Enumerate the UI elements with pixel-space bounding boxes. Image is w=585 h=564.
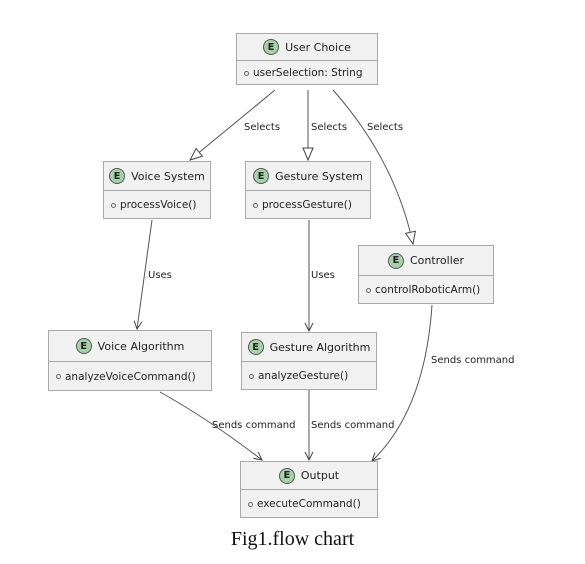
- class-gesture-algorithm[interactable]: E Gesture Algorithm analyzeGesture(): [241, 332, 377, 390]
- edge-label-uses-voice: Uses: [148, 270, 172, 281]
- visibility-icon: [111, 202, 116, 208]
- class-member: processGesture(): [262, 199, 352, 211]
- edge-sends-voice: [159, 391, 262, 460]
- entity-badge-icon: E: [75, 338, 92, 354]
- class-member: processVoice(): [120, 199, 197, 211]
- class-name: User Choice: [285, 40, 351, 54]
- edge-selects-controller: [332, 89, 413, 244]
- entity-badge-icon: E: [109, 168, 126, 184]
- class-member: analyzeGesture(): [258, 370, 349, 382]
- visibility-icon: [253, 202, 258, 208]
- class-voice-algorithm[interactable]: E Voice Algorithm analyzeVoiceCommand(): [48, 330, 212, 391]
- entity-badge-icon: E: [247, 339, 264, 355]
- edge-label-selects-gesture: Selects: [311, 122, 347, 133]
- class-name: Voice Algorithm: [97, 339, 185, 353]
- class-gesture-system[interactable]: E Gesture System processGesture(): [245, 161, 371, 219]
- entity-badge-icon: E: [253, 168, 270, 184]
- visibility-icon: [248, 501, 253, 507]
- class-name: Gesture System: [275, 169, 363, 183]
- class-output[interactable]: E Output executeCommand(): [240, 461, 378, 518]
- visibility-icon: [249, 373, 254, 379]
- class-voice-system[interactable]: E Voice System processVoice(): [103, 161, 211, 219]
- edge-selects-voice: [190, 89, 276, 160]
- edge-label-uses-gesture: Uses: [311, 270, 335, 281]
- class-member: executeCommand(): [257, 498, 361, 510]
- edge-sends-controller: [372, 304, 433, 461]
- class-member: userSelection: String: [253, 67, 363, 79]
- edge-label-sends-controller: Sends command: [431, 355, 515, 366]
- visibility-icon: [244, 70, 249, 76]
- class-controller[interactable]: E Controller controlRoboticArm(): [358, 245, 494, 304]
- class-member: controlRoboticArm(): [375, 284, 481, 296]
- class-name: Controller: [409, 254, 465, 267]
- entity-badge-icon: E: [387, 252, 404, 269]
- class-name: Output: [300, 469, 340, 482]
- class-name: Gesture Algorithm: [269, 340, 371, 354]
- entity-badge-icon: E: [278, 467, 295, 484]
- entity-badge-icon: E: [263, 39, 280, 55]
- edge-uses-voice: [137, 219, 153, 329]
- visibility-icon: [56, 374, 61, 379]
- edge-label-sends-gesture: Sends command: [311, 420, 395, 431]
- edge-label-sends-voice: Sends command: [212, 420, 296, 431]
- class-member: analyzeVoiceCommand(): [65, 370, 196, 383]
- figure-caption: Fig1.flow chart: [230, 528, 355, 550]
- edge-label-selects-voice: Selects: [244, 122, 280, 133]
- class-name: Voice System: [131, 169, 205, 183]
- class-user-choice[interactable]: E User Choice userSelection: String: [236, 33, 378, 85]
- edge-label-selects-controller: Selects: [367, 122, 403, 133]
- visibility-icon: [366, 287, 371, 293]
